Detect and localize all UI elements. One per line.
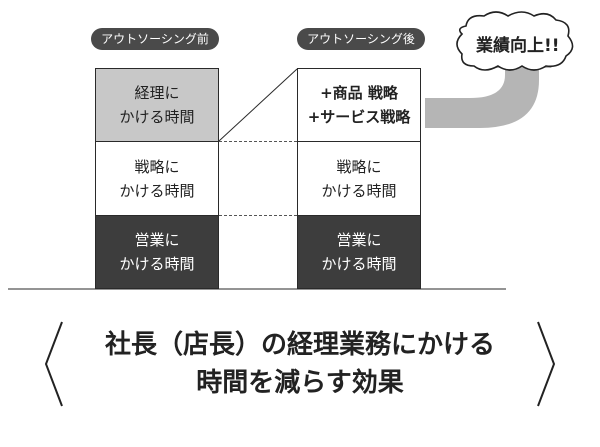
after-service-strategy-line2: +サービス戦略 xyxy=(307,108,411,126)
before-accounting-line1: 経理に xyxy=(134,84,180,102)
before-strategy-line2: かける時間 xyxy=(119,181,195,200)
after-product-strategy-line1: +商品 戦略 xyxy=(320,84,398,102)
right-bracket xyxy=(537,321,556,407)
conclusion-line2: 時間を減らす効果 xyxy=(196,368,404,398)
after-sales-line1: 営業に xyxy=(336,231,382,249)
before-sales-line1: 営業に xyxy=(134,231,180,249)
after-strategy-line2: かける時間 xyxy=(321,181,397,200)
before-sales-line2: かける時間 xyxy=(119,255,195,273)
before-accounting-block: 経理に かける時間 xyxy=(95,68,219,142)
before-label: アウトソーシング前 xyxy=(91,28,219,50)
after-strategy-block: 戦略に かける時間 xyxy=(297,141,421,216)
after-sales-line2: かける時間 xyxy=(321,255,397,273)
connector-dashed-sales xyxy=(219,215,297,216)
left-bracket xyxy=(44,321,63,407)
connector-dashed-strategy xyxy=(219,141,297,142)
after-product-strategy-block: +商品 戦略 +サービス戦略 xyxy=(297,68,421,142)
cloud-shape xyxy=(456,11,574,71)
after-sales-block: 営業に かける時間 xyxy=(297,215,421,289)
before-accounting-line2: かける時間 xyxy=(119,108,195,126)
before-strategy-line1: 戦略に xyxy=(134,157,180,176)
after-label: アウトソーシング後 xyxy=(297,28,425,50)
before-sales-block: 営業に かける時間 xyxy=(95,215,219,289)
before-strategy-block: 戦略に かける時間 xyxy=(95,141,219,216)
cloud-text: 業績向上!! xyxy=(476,36,560,56)
conclusion-line1: 社長（店長）の経理業務にかける xyxy=(104,330,495,360)
connector-slant xyxy=(218,68,298,142)
after-strategy-line1: 戦略に xyxy=(336,157,382,176)
